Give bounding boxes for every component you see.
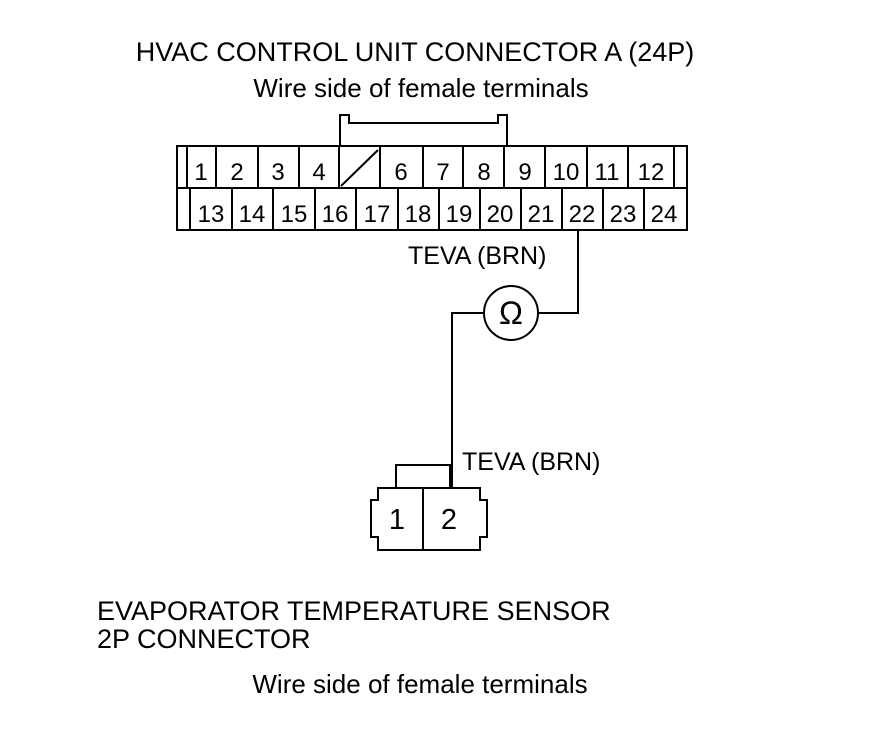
pin-label: 1 [194, 159, 207, 186]
pin-label: 24 [651, 201, 678, 228]
pin-label: 20 [487, 201, 514, 228]
pin-label: 8 [477, 159, 490, 186]
sensor-connector-subtitle: Wire side of female terminals [252, 669, 587, 699]
sensor-connector-title-line1: EVAPORATOR TEMPERATURE SENSOR [97, 596, 611, 626]
pin-label: 18 [405, 201, 432, 228]
pin-label: 11 [595, 159, 620, 186]
pin-label: 15 [281, 201, 308, 228]
sensor-pin-label: 2 [441, 504, 457, 536]
pin-label: 21 [528, 201, 555, 228]
sensor-connector-body [370, 487, 488, 551]
hvac-connector-title: HVAC CONTROL UNIT CONNECTOR A (24P) [136, 37, 695, 67]
pin-label: 6 [394, 159, 407, 186]
ohmmeter-symbol: Ω [499, 295, 523, 331]
pin-label: 23 [610, 201, 637, 228]
pin-label: 19 [446, 201, 473, 228]
pin-label: 9 [518, 159, 531, 186]
pin-label: 7 [436, 159, 449, 186]
hvac-connector-subtitle: Wire side of female terminals [253, 73, 588, 103]
empty-cavity-mark [340, 149, 379, 187]
pin-label: 12 [638, 159, 665, 186]
probe-wire-pin22 [538, 230, 579, 314]
wire-label-hvac: TEVA (BRN) [408, 242, 546, 270]
sensor-connector-lock-tab [395, 464, 451, 488]
pin-label: 16 [322, 201, 349, 228]
hvac-connector-lock-tab [339, 114, 508, 146]
pin-label: 2 [230, 159, 243, 186]
pin-label: 17 [364, 201, 391, 228]
pin-label: 22 [569, 201, 596, 228]
pin-label: 14 [239, 201, 266, 228]
wire-label-sensor: TEVA (BRN) [462, 448, 600, 476]
pin-label: 3 [271, 159, 284, 186]
pin-label: 10 [553, 159, 580, 186]
sensor-pin-label: 1 [389, 504, 405, 536]
pin-label: 4 [312, 159, 325, 186]
probe-wire-sensor-pin2 [451, 312, 484, 488]
sensor-connector-title-line2: 2P CONNECTOR [97, 624, 311, 654]
pin-label: 13 [198, 201, 225, 228]
